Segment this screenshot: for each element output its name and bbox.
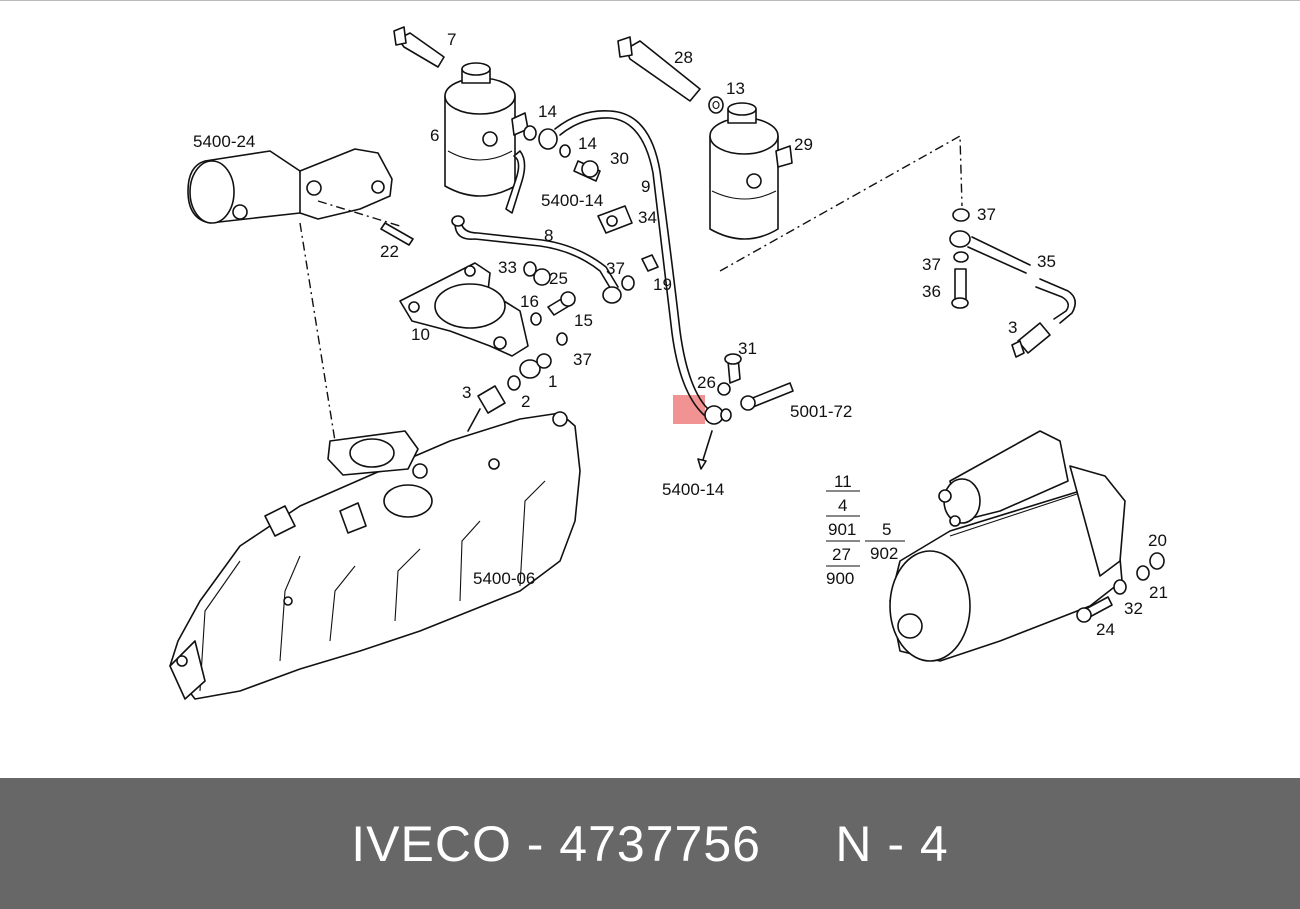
starter-motor: [889, 430, 1126, 662]
callout-24: 24: [1096, 620, 1115, 639]
exploded-parts-diagram: 7 28 13 14 14 6 30 29 9 5400-24 5400-14 …: [0, 0, 1300, 700]
clip-34: [597, 205, 633, 234]
washer-13: [708, 96, 724, 114]
washer-37-b: [556, 332, 568, 346]
bolt-31: [724, 353, 742, 384]
callout-29: 29: [794, 135, 813, 154]
callout-30: 30: [610, 149, 629, 168]
callout-13: 13: [726, 79, 745, 98]
part-number-caption: IVECO - 4737756 N - 4: [351, 815, 949, 872]
washer-20: [1149, 552, 1165, 570]
callout-9: 9: [641, 177, 650, 196]
bolt-24: [1076, 596, 1113, 623]
bolt-16: [547, 291, 576, 316]
washer-14a: [523, 125, 537, 141]
washer-37-c: [952, 208, 970, 222]
banjo-37-d: [949, 230, 971, 263]
callout-5400-14-a: 5400-14: [541, 191, 603, 210]
diagram-canvas: 7 28 13 14 14 6 30 29 9 5400-24 5400-14 …: [169, 26, 1168, 700]
exhaust-elbow-5400-24: [187, 148, 393, 224]
callout-900: 900: [826, 569, 854, 588]
callout-37-b: 37: [606, 259, 625, 278]
bracket-10: [399, 262, 529, 357]
callout-labels: 7 28 13 14 14 6 30 29 9 5400-24 5400-14 …: [193, 30, 1168, 639]
callout-6: 6: [430, 126, 439, 145]
pipe-35: [967, 236, 1076, 324]
washer-26: [717, 382, 731, 396]
callout-26: 26: [697, 373, 716, 392]
filter-housing-6: [444, 62, 529, 214]
callout-11: 11: [834, 472, 852, 491]
callout-35: 35: [1037, 252, 1056, 271]
callout-15: 15: [574, 311, 593, 330]
callout-28: 28: [674, 48, 693, 67]
callout-31: 31: [738, 339, 757, 358]
callout-5001-72: 5001-72: [790, 402, 852, 421]
callout-2: 2: [521, 392, 530, 411]
callout-16: 16: [520, 292, 539, 311]
nut-19: [641, 254, 659, 272]
stud-22: [380, 222, 414, 246]
callout-14-b: 14: [578, 134, 597, 153]
callout-22: 22: [380, 242, 399, 261]
fitting-33: [523, 261, 537, 277]
sensor-3-b: [1011, 322, 1051, 358]
callout-33: 33: [498, 258, 517, 277]
callout-5: 5: [882, 520, 891, 539]
reference-block: [826, 490, 905, 567]
callout-3-a: 3: [462, 383, 471, 402]
callout-14-a: 14: [538, 102, 557, 121]
callout-37-e: 37: [573, 350, 592, 369]
washer-2: [507, 375, 521, 391]
callout-21: 21: [1149, 583, 1168, 602]
callout-3-b: 3: [1008, 318, 1017, 337]
part-number-footer: IVECO - 4737756 N - 4: [0, 778, 1300, 909]
washer-15: [530, 312, 542, 326]
bolt-30: [573, 160, 601, 182]
fitting-1: [519, 353, 552, 379]
callout-1: 1: [548, 372, 557, 391]
pipe-8: [451, 215, 622, 304]
nut-25: [533, 268, 551, 286]
callout-8: 8: [544, 226, 553, 245]
filter-housing-29: [709, 102, 793, 240]
callout-20: 20: [1148, 531, 1167, 550]
washer-37-a: [621, 275, 635, 291]
callout-5400-06: 5400-06: [473, 569, 535, 588]
exhaust-manifold-5400-06: [169, 411, 581, 700]
nut-21: [1136, 565, 1150, 581]
callout-902: 902: [870, 544, 898, 563]
callout-901: 901: [828, 520, 856, 539]
callout-27: 27: [832, 545, 851, 564]
washer-32: [1113, 579, 1127, 595]
callout-37-c: 37: [922, 255, 941, 274]
bolt-36: [951, 268, 969, 309]
sensor-28: [617, 36, 701, 102]
callout-32: 32: [1124, 599, 1143, 618]
callout-7: 7: [447, 30, 456, 49]
callout-5400-14-b: 5400-14: [662, 480, 724, 499]
sensor-3-a: [467, 385, 506, 432]
callout-4: 4: [838, 496, 847, 515]
banjo-14: [538, 128, 571, 158]
banjo-bolt-5001-72: [720, 382, 794, 422]
callout-37-a: 37: [977, 205, 996, 224]
callout-36: 36: [922, 282, 941, 301]
callout-34: 34: [638, 208, 657, 227]
callout-5400-24: 5400-24: [193, 132, 255, 151]
sensor-7: [393, 26, 445, 68]
callout-19: 19: [653, 275, 672, 294]
callout-10: 10: [411, 325, 430, 344]
callout-25: 25: [549, 269, 568, 288]
